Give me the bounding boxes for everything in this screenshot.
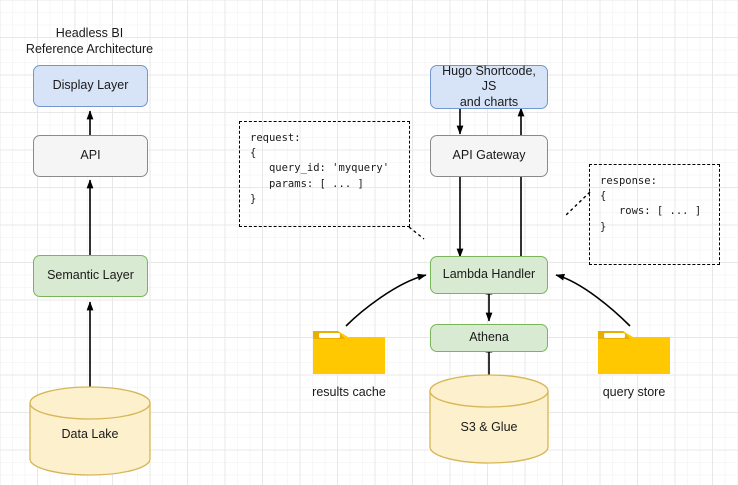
query-store-folder-icon <box>598 331 670 374</box>
node-results-cache-label: results cache <box>312 385 386 399</box>
diagram-title-line1: Headless BI <box>55 26 124 40</box>
node-query-store[interactable]: query store <box>584 385 684 399</box>
node-display-layer[interactable]: Display Layer <box>33 65 148 107</box>
node-hugo-shortcode[interactable]: Hugo Shortcode, JS and charts <box>430 63 548 109</box>
node-api-gateway-label: API Gateway <box>452 148 526 163</box>
node-display-layer-label: Display Layer <box>52 78 129 93</box>
leader-request-callout <box>408 226 425 240</box>
diagram-title: Headless BI Reference Architecture <box>12 26 167 57</box>
node-semantic-layer[interactable]: Semantic Layer <box>33 255 148 297</box>
node-data-lake[interactable]: Data Lake <box>30 387 150 475</box>
node-hugo-line1: Hugo Shortcode, JS <box>442 63 536 94</box>
node-hugo-line2: and charts <box>459 94 519 109</box>
node-results-cache[interactable]: results cache <box>299 385 399 399</box>
node-api-gateway[interactable]: API Gateway <box>430 135 548 177</box>
node-s3-glue[interactable]: S3 & Glue <box>430 375 548 463</box>
response-code-block: response: { rows: [ ... ] } <box>589 164 720 265</box>
node-lambda-handler[interactable]: Lambda Handler <box>430 256 548 294</box>
node-api-label: API <box>80 148 101 163</box>
arrow-querystore-to-lambda <box>555 273 631 327</box>
node-athena-label: Athena <box>469 330 509 345</box>
node-s3-glue-label: S3 & Glue <box>460 420 518 434</box>
results-cache-folder-icon <box>313 331 385 374</box>
request-code-block: request: { query_id: 'myquery' params: [… <box>239 121 410 227</box>
leader-response-callout <box>564 191 591 217</box>
node-api[interactable]: API <box>33 135 148 177</box>
node-lambda-handler-label: Lambda Handler <box>442 267 536 282</box>
diagram-title-line2: Reference Architecture <box>25 41 154 56</box>
arrow-resultscache-to-lambda <box>345 273 427 327</box>
node-query-store-label: query store <box>602 385 666 399</box>
node-athena[interactable]: Athena <box>430 324 548 352</box>
node-data-lake-label: Data Lake <box>61 427 119 441</box>
node-semantic-layer-label: Semantic Layer <box>47 268 134 283</box>
